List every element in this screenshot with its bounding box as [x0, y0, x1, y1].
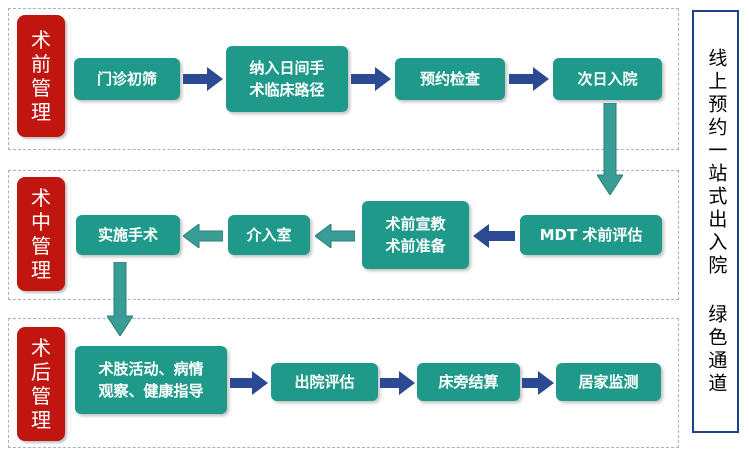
next-day-admission-step: 次日入院 — [553, 58, 662, 100]
phase-char: 前 — [31, 52, 51, 76]
interventional-room-step: 介入室 — [228, 215, 310, 255]
banner-line: 一站式 — [705, 139, 728, 209]
left-arrow-icon — [315, 224, 355, 248]
step-label: 预约检查 — [419, 69, 480, 88]
discharge-assessment-step: 出院评估 — [271, 363, 378, 401]
step-label: 次日入院 — [577, 69, 638, 88]
intra-op-management-label: 术 中 管 理 — [17, 177, 65, 291]
post-op-management-label: 术 后 管 理 — [17, 327, 65, 441]
banner-line: 出入院 — [705, 208, 728, 278]
step-label: 术肢活动、病情 — [98, 359, 204, 378]
mdt-assessment-step: MDT 术前评估 — [520, 215, 662, 255]
right-arrow-icon — [230, 371, 268, 395]
step-label: 术前宣教 — [385, 214, 446, 233]
down-arrow-icon — [107, 262, 133, 336]
banner-line: 预约 — [705, 93, 728, 140]
step-label: 实施手术 — [97, 225, 158, 244]
phase-char: 中 — [31, 210, 51, 234]
banner-line: 绿色 — [705, 303, 728, 350]
right-arrow-icon — [380, 371, 415, 395]
step-label: 术前准备 — [385, 237, 446, 255]
phase-char: 理 — [31, 258, 51, 282]
step-label: 居家监测 — [578, 372, 639, 391]
step-label: 术临床路径 — [249, 81, 325, 99]
perform-surgery-step: 实施手术 — [76, 215, 180, 255]
phase-char: 后 — [31, 360, 51, 384]
left-arrow-icon — [473, 224, 515, 248]
banner-title: 线上 预约 一站式 出入院 — [703, 48, 729, 278]
phase-char: 术 — [31, 186, 51, 210]
day-surgery-pathway-step: 纳入日间手 术临床路径 — [226, 46, 348, 112]
right-arrow-icon — [351, 67, 391, 91]
phase-char: 理 — [31, 100, 51, 124]
right-arrow-icon — [509, 67, 549, 91]
right-arrow-icon — [183, 67, 223, 91]
step-label: 出院评估 — [294, 372, 355, 391]
step-label: 床旁结算 — [438, 372, 499, 391]
pre-op-management-label: 术 前 管 理 — [17, 15, 65, 137]
step-label: 门诊初筛 — [96, 69, 157, 88]
banner-line: 通道 — [705, 349, 728, 396]
phase-char: 理 — [31, 408, 51, 432]
right-arrow-icon — [522, 371, 554, 395]
step-label: 介入室 — [246, 225, 292, 244]
preop-education-step: 术前宣教 术前准备 — [362, 201, 469, 269]
down-arrow-icon — [597, 103, 623, 195]
step-label: 纳入日间手 — [249, 58, 325, 77]
outpatient-screening-step: 门诊初筛 — [74, 58, 180, 100]
banner-line: 线上 — [705, 47, 728, 94]
step-label: 观察、健康指导 — [98, 382, 204, 400]
phase-char: 术 — [31, 28, 51, 52]
green-channel-banner: 线上 预约 一站式 出入院 绿色 通道 — [692, 10, 739, 433]
appointment-exam-step: 预约检查 — [395, 58, 505, 100]
phase-char: 术 — [31, 336, 51, 360]
bedside-settlement-step: 床旁结算 — [417, 363, 520, 401]
phase-char: 管 — [31, 234, 51, 258]
phase-char: 管 — [31, 76, 51, 100]
phase-char: 管 — [31, 384, 51, 408]
step-label: MDT 术前评估 — [539, 225, 643, 244]
banner-subtitle: 绿色 通道 — [703, 304, 729, 396]
postop-care-step: 术肢活动、病情 观察、健康指导 — [75, 346, 227, 414]
home-monitoring-step: 居家监测 — [556, 363, 661, 401]
left-arrow-icon — [183, 224, 223, 248]
